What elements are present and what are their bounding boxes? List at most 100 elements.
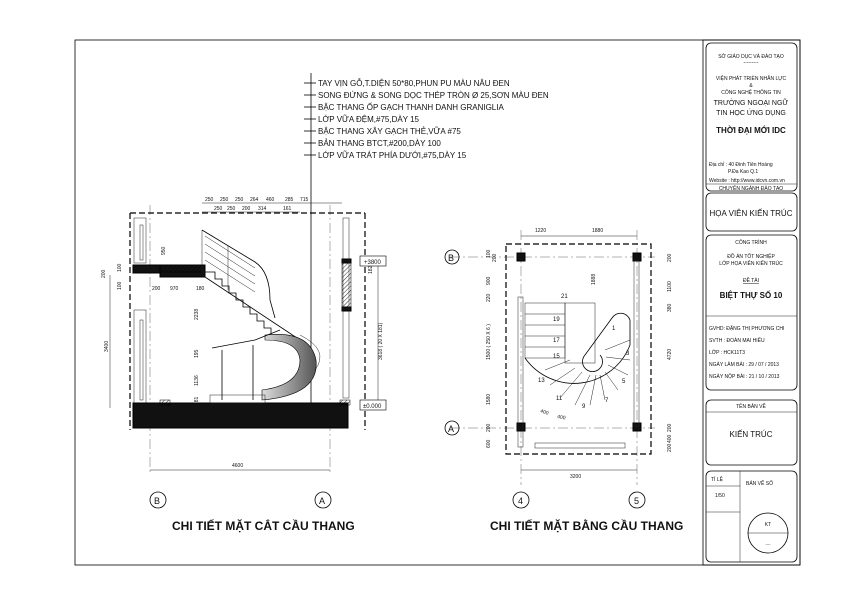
drawing-label: 1500 ( 250 X 6 ) — [486, 324, 492, 360]
ground-slab — [132, 402, 349, 429]
axis-marker-b-plan — [444, 249, 460, 265]
drawing-label: A — [448, 424, 454, 434]
step-number: 17 — [553, 338, 560, 344]
drawing-label: HỌA VIÊN KIẾN TRÚC — [710, 208, 793, 218]
drawing-label: 200 — [492, 253, 498, 262]
drawing-label: 900 — [486, 276, 492, 285]
note-text: LỚP VỮA ĐỆM,#75,DÀY 15 — [318, 115, 420, 124]
dim-label: 715 — [300, 197, 309, 203]
sheet-border — [74, 39, 801, 566]
drawing-label: TRƯỜNG NGOẠI NGỮ — [714, 98, 789, 107]
drawing-label: 380 — [667, 303, 673, 312]
drawing-label: ĐỒ ÁN TỐT NGHIỆP — [727, 252, 775, 260]
drawing-label: CÔNG NGHỆ THÔNG TIN — [721, 88, 781, 96]
section-title: CHI TIẾT MẶT CẮT CẦU THANG — [172, 518, 355, 533]
drawing-label: 3400 — [104, 341, 110, 352]
drawing-label: 1888 — [591, 274, 597, 285]
step-number: 5 — [622, 379, 626, 385]
dim-label: 250 — [235, 197, 244, 203]
drawing-label: LỚP HỌA VIÊN KIẾN TRÚC — [719, 259, 783, 267]
drawing-label: CHUYÊN NGÀNH ĐÀO TẠO — [719, 184, 783, 192]
dim-label: 250 — [205, 197, 214, 203]
drawing-label: TÊN BẢN VẼ — [736, 402, 766, 410]
step-number: 7 — [605, 398, 609, 404]
drawing-label: Địa chỉ : 40 Đinh Tiên Hoàng — [709, 161, 773, 168]
drawing-label: .... — [765, 541, 771, 547]
axis-marker-a — [314, 491, 332, 509]
drawing-label: 600 — [486, 439, 492, 448]
drawing-label: 200 — [667, 423, 673, 432]
drawing-label: BẢN VẼ SỐ — [746, 480, 773, 487]
note-text: BẬC THANG ỐP GẠCH THANH DANH GRANIGLIA — [318, 102, 504, 112]
drawing-label: TIN HỌC ỨNG DỤNG — [716, 108, 786, 117]
step-number: 15 — [553, 354, 560, 360]
drawing-label: Website : http://www.idcvn.com.vn — [709, 178, 785, 184]
note-text: BẬC THANG XÂY GẠCH THẺ,VỮA #75 — [318, 127, 461, 136]
drawing-label: NGÀY LÀM BÀI : 29 / 07 / 2013 — [709, 361, 779, 368]
dim-label: 314 — [258, 206, 267, 212]
level-marker-top — [359, 255, 387, 267]
dim-label: 200 — [242, 206, 251, 212]
title-block: SỞ GIÁO DỤC VÀ ĐÀO TẠO --------- VIỆN PH… — [702, 39, 801, 566]
drawing-label: NGÀY NỘP BÀI : 21 / 10 / 2013 — [709, 373, 780, 380]
drawing-label: ĐỀ TÀI — [743, 277, 759, 284]
drawing-label: CÔNG TRÌNH — [735, 239, 767, 246]
dim-label: 264 — [250, 197, 259, 203]
drawing-label: GVHD: ĐẶNG THỊ PHƯƠNG CHI — [709, 325, 784, 332]
drawing-label: 4600 — [232, 463, 243, 469]
drawing-label: & — [749, 83, 753, 89]
drawing-label: 182 — [368, 265, 374, 274]
drawing-label: SỞ GIÁO DỤC VÀ ĐÀO TẠO — [718, 53, 784, 60]
drawing-label: B — [154, 496, 160, 506]
axis-marker-5 — [628, 491, 646, 509]
drawing-label: THỜI ĐẠI MỚI IDC — [716, 126, 786, 135]
step-number: 19 — [553, 317, 560, 323]
drawing-label: 180 — [196, 286, 205, 292]
drawing-label: 220 — [486, 293, 492, 302]
drawing-label: 3200 — [570, 474, 581, 480]
note-text: TAY VỊN GỖ,T.DIỆN 50*80,PHUN PU MÀU NÂU … — [318, 79, 510, 88]
drawing-label: 1136 — [194, 375, 200, 386]
drawing-label: 4 — [518, 496, 523, 506]
drawing-label: 950 — [161, 246, 167, 255]
drawing-label: 3618 ( 20 X 181) — [378, 322, 384, 360]
step-number: 21 — [561, 294, 568, 300]
drawing-label: 1/50 — [715, 493, 725, 499]
drawing-label: --------- — [744, 60, 759, 66]
drawing-label: A — [319, 496, 325, 506]
step-number: 9 — [582, 404, 586, 410]
drawing-label: 200 — [486, 423, 492, 432]
drawing-label: 400 — [667, 434, 673, 443]
note-text: BẢN THANG BTCT,#200,DÀY 100 — [318, 139, 441, 148]
axis-marker-a-plan — [444, 420, 460, 436]
drawing-label: P.Đa Kao Q.1 — [728, 169, 758, 175]
drawing-label: 100 — [117, 263, 123, 272]
drawing-label: 200 — [667, 253, 673, 262]
level-marker-bottom — [359, 399, 387, 411]
drawing-label: 100 — [486, 249, 492, 258]
step-number: 13 — [538, 378, 545, 384]
drawing-label: 1220 — [535, 228, 546, 234]
note-text: LỚP VỮA TRÁT PHÍA DƯỚI,#75,DÀY 15 — [318, 151, 467, 160]
step-number: 11 — [556, 396, 563, 402]
drawing-label: 200 — [667, 443, 673, 452]
drawing-label: 200 — [152, 286, 161, 292]
dim-label: 460 — [266, 197, 275, 203]
drawing-label: TỈ LỆ — [711, 475, 724, 483]
dim-label: 285 — [285, 197, 294, 203]
drawing-label: 2238 — [194, 309, 200, 320]
drawing-label: 200 — [101, 269, 107, 278]
drawing-label: 4720 — [667, 349, 673, 360]
axis-marker-b — [149, 491, 167, 509]
step-number: 1 — [612, 326, 616, 332]
drawing-label: 970 — [170, 286, 179, 292]
drawing-label: 181 — [194, 396, 200, 405]
drawing-label: 400 — [539, 408, 549, 417]
dim-label: 161 — [283, 206, 292, 212]
stair-section-drawing: 950 200 100 100 200 970 180 2238 3400 19… — [101, 197, 387, 533]
note-text: SONG ĐỨNG & SONG DỌC THÉP TRÒN Ø 25,SƠN … — [318, 91, 549, 100]
drawing-label: KIẾN TRÚC — [730, 429, 773, 439]
drawing-label: ±0.000 — [363, 404, 382, 410]
